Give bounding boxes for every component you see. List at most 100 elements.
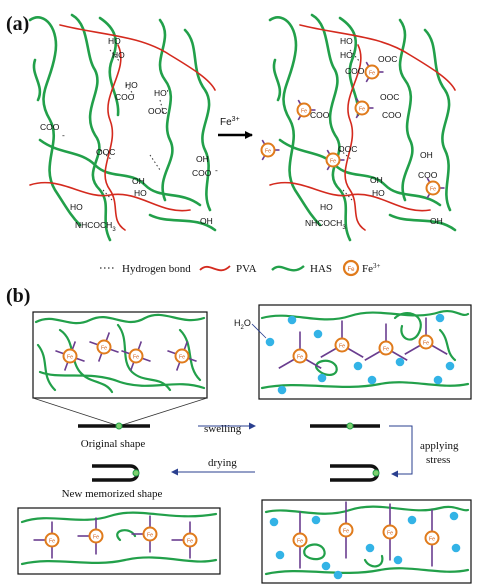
fe-ion-icon: Fe <box>424 509 440 567</box>
stress-arrow <box>389 425 413 478</box>
group-label: OH <box>132 176 145 186</box>
legend: Hydrogen bond PVA HAS Fe Fe3+ <box>100 259 381 277</box>
fe-ion-icon: Fe <box>77 517 104 555</box>
group-label: OOC <box>96 147 115 157</box>
swollen-network-box: H2O <box>234 304 472 400</box>
fe-ion-icon: Fe <box>55 341 85 371</box>
group-label: HO <box>340 36 353 46</box>
original-shape: Original shape <box>78 422 150 450</box>
group-label: COO <box>40 122 60 132</box>
strip-memorized <box>92 464 140 482</box>
svg-text:Fe: Fe <box>67 354 73 360</box>
fe-ion-icon: Fe <box>338 501 354 559</box>
svg-text:Fe: Fe <box>359 106 365 112</box>
has-chains-before <box>28 13 217 242</box>
group-label: COO <box>115 92 135 102</box>
strip-folded <box>330 464 380 482</box>
swelling-step: swelling <box>198 422 256 435</box>
functional-groups-before: HO HO HO COO HO' OOC COO - OOC OH COO - … <box>40 36 218 233</box>
has-chains-b2 <box>260 310 470 390</box>
fe-ion-icon: Fe <box>89 332 119 362</box>
svg-text:Fe: Fe <box>49 538 55 544</box>
group-label: OOC <box>378 54 397 64</box>
legend-pva-label: PVA <box>236 263 257 275</box>
fe-ion-icon: Fe <box>167 341 197 371</box>
fe-ion-icon: Fe <box>364 61 384 83</box>
legend-hbond-label: Hydrogen bond <box>122 263 191 275</box>
fe-ion-icon: Fe <box>292 511 308 569</box>
water-drop <box>311 515 321 525</box>
functional-groups-after: HO HO COO OOC OOC COO COO OOC OH COO OH … <box>305 36 443 231</box>
group-label: - <box>215 165 218 175</box>
fe-ion-icon: Fe <box>121 341 151 371</box>
water-drop <box>277 385 287 395</box>
fe-ion-icon: Fe <box>171 521 198 559</box>
fe-ion-icon: Fe <box>131 515 158 553</box>
water-drop <box>433 375 443 385</box>
svg-text:Fe: Fe <box>147 532 153 538</box>
panel-a-label: (a) <box>6 13 29 35</box>
group-label: HO <box>70 202 83 212</box>
water-drop <box>445 361 455 371</box>
drying-label: drying <box>208 457 237 469</box>
hydrogen-bonds-before <box>99 49 165 201</box>
group-label: HO <box>134 188 147 198</box>
group-label: OOC <box>380 92 399 102</box>
water-drop <box>393 555 403 565</box>
svg-text:Fe: Fe <box>339 343 345 349</box>
group-label: COO <box>192 168 212 178</box>
group-label: HO <box>320 202 333 212</box>
group-label: OH <box>370 175 383 185</box>
pva-chains-before <box>29 24 216 231</box>
water-drop <box>265 337 275 347</box>
swollen-shape <box>310 422 380 430</box>
svg-text:Fe: Fe <box>330 158 336 164</box>
amide-label: NHCOCH3 <box>75 220 116 233</box>
fe-reaction-arrow: Fe3+ <box>218 116 253 139</box>
group-label: HO <box>372 188 385 198</box>
svg-text:Fe: Fe <box>343 528 349 534</box>
marker-dot <box>115 422 123 430</box>
svg-text:Fe: Fe <box>369 70 375 76</box>
group-label: HO <box>108 36 121 46</box>
fe-ion-icon: Fe <box>325 149 345 171</box>
network-after-fe: HO HO COO OOC OOC COO COO OOC OH COO OH … <box>260 13 457 242</box>
water-drop <box>435 313 445 323</box>
group-label: OH <box>430 216 443 226</box>
amide-label: NHCOCH3 <box>305 218 346 231</box>
water-drop <box>367 375 377 385</box>
group-label: COO <box>310 110 330 120</box>
svg-text:Fe: Fe <box>430 186 436 192</box>
water-drop <box>451 543 461 553</box>
has-chains-b3 <box>264 505 470 576</box>
panel-b-label: (b) <box>6 285 30 307</box>
marker-dot <box>346 422 354 430</box>
panel-a: (a) <box>6 13 457 277</box>
zoom-lines <box>32 397 208 427</box>
water-drop <box>269 517 279 527</box>
marker-dot <box>132 469 140 477</box>
svg-text:Fe: Fe <box>301 108 307 114</box>
svg-text:Fe: Fe <box>93 534 99 540</box>
original-network-box <box>32 311 208 399</box>
legend-fe-icon: Fe <box>342 259 360 277</box>
legend-pva-swatch <box>199 265 231 272</box>
swelling-label: swelling <box>204 423 242 435</box>
svg-text:Fe: Fe <box>297 538 303 544</box>
group-label: OH <box>200 216 213 226</box>
svg-text:Fe: Fe <box>423 340 429 346</box>
water-drop <box>365 543 375 553</box>
svg-text:Fe: Fe <box>297 354 303 360</box>
water-drop <box>275 550 285 560</box>
fe-ion-icon: Fe <box>404 317 448 355</box>
water-drop <box>313 329 323 339</box>
fe-ion-icon: Fe <box>296 99 316 121</box>
water-drop <box>321 561 331 571</box>
fe-ion-icon: Fe <box>364 323 408 361</box>
hydrogen-bonds-after <box>339 49 361 201</box>
fe-ion-icon: Fe <box>425 177 445 199</box>
legend-fe-label: Fe3+ <box>362 262 381 275</box>
